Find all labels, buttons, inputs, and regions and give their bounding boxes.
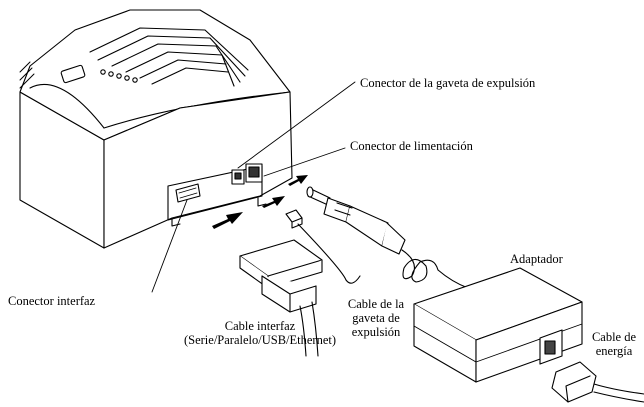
label-adapter: Adaptador bbox=[510, 252, 563, 266]
arrow-icons bbox=[212, 175, 308, 229]
leader-lines bbox=[151, 81, 356, 293]
label-power-cable: Cable de energía bbox=[584, 330, 644, 358]
label-power-cable-line1: Cable de bbox=[591, 330, 637, 344]
label-drawer-cable: Cable de la gaveta de expulsión bbox=[336, 297, 416, 339]
label-power-cable-line2: energía bbox=[595, 344, 633, 358]
label-interface-cable: Cable interfaz (Serie/Paralelo/USB/Ether… bbox=[160, 319, 360, 347]
ac-plug-icon bbox=[551, 361, 644, 403]
db25-plug-icon bbox=[239, 239, 323, 357]
label-drawer-cable-line1: Cable de la bbox=[347, 297, 405, 311]
label-interface-cable-line2: (Serie/Paralelo/USB/Ethernet) bbox=[183, 333, 337, 347]
printer-icon bbox=[19, 9, 293, 249]
label-interface-cable-line1: Cable interfaz bbox=[224, 319, 296, 333]
power-cable-coil bbox=[401, 249, 469, 289]
label-drawer-cable-line3: expulsión bbox=[351, 325, 401, 339]
label-cash-drawer-connector: Conector de la gaveta de expulsión bbox=[360, 76, 536, 90]
label-interface-connector: Conector interfaz bbox=[8, 294, 96, 308]
dc-plug-icon bbox=[306, 186, 406, 255]
rj11-plug-icon bbox=[285, 209, 361, 284]
label-drawer-cable-line2: gaveta de bbox=[352, 311, 400, 325]
adapter-brick-icon bbox=[413, 267, 583, 383]
label-power-connector: Conector de limentación bbox=[350, 139, 473, 153]
